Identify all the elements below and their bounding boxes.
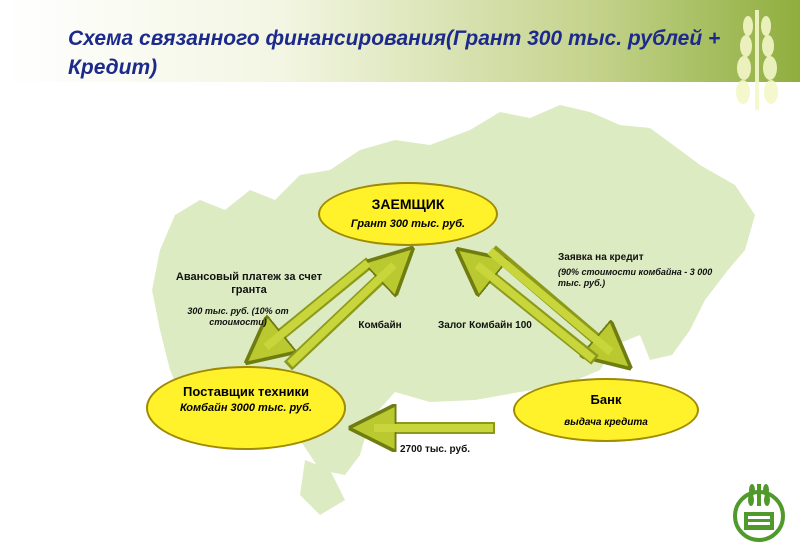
advance-label: Авансовый платеж за счет гранта bbox=[175, 271, 323, 296]
borrower-node: ЗАЕМЩИК Грант 300 тыс. руб. bbox=[318, 182, 498, 246]
page-title: Схема связанного финансирования(Грант 30… bbox=[68, 27, 721, 79]
borrower-title: ЗАЕМЩИК bbox=[371, 196, 445, 212]
combine-label: Комбайн bbox=[358, 320, 402, 331]
bank-title: Банк bbox=[590, 392, 622, 407]
supplier-title: Поставщик техники bbox=[182, 384, 309, 399]
bank-logo-icon bbox=[733, 484, 785, 542]
bank-subtitle: выдача кредита bbox=[564, 417, 648, 428]
payment-label: 2700 тыс. руб. bbox=[399, 444, 471, 455]
loan-request-label: Заявка на кредит bbox=[558, 252, 644, 263]
loan-request-detail-label: (90% стоимости комбайна - 3 000 тыс. руб… bbox=[558, 267, 713, 288]
bank-node: Банк выдача кредита bbox=[513, 378, 699, 442]
borrower-subtitle: Грант 300 тыс. руб. bbox=[350, 218, 466, 230]
advance-amount-label: 300 тыс. руб. (10% от стоимости) bbox=[187, 306, 289, 327]
supplier-subtitle: Комбайн 3000 тыс. руб. bbox=[179, 402, 313, 414]
wheat-ears-icon bbox=[736, 10, 778, 110]
header-band bbox=[0, 0, 800, 82]
supplier-node: Поставщик техники Комбайн 3000 тыс. руб. bbox=[146, 366, 346, 450]
pledge-label: Залог Комбайн 100 bbox=[438, 320, 532, 331]
